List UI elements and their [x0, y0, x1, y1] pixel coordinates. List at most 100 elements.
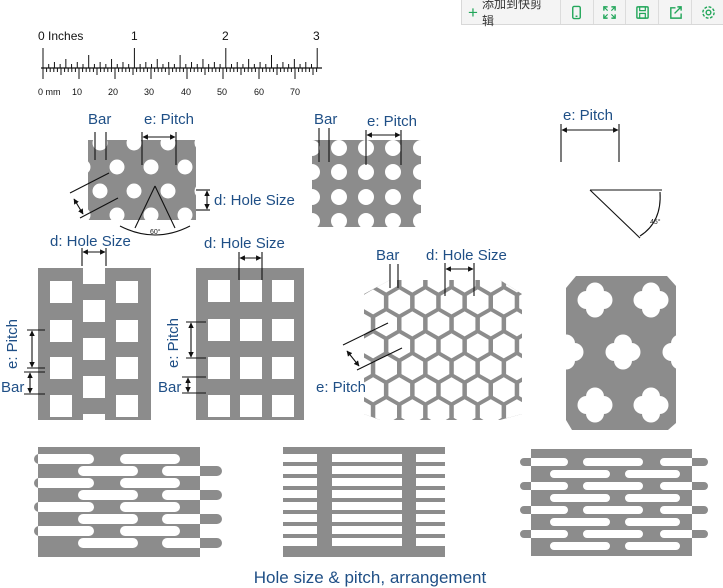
dimension-line	[79, 197, 119, 219]
hexagon-hole	[336, 421, 358, 446]
hexagon-hole	[493, 377, 515, 403]
perforated-plate	[283, 447, 445, 557]
square-hole	[208, 280, 230, 302]
hexagon-hole	[364, 280, 371, 293]
angle-label: 45°	[650, 218, 661, 226]
slot-hole	[283, 454, 317, 462]
hexagon-hole	[336, 333, 358, 358]
slot-hole	[283, 538, 317, 546]
slot-hole	[283, 478, 317, 486]
round-45-pattern: e: Pitch 45°	[560, 107, 662, 239]
slot-rounded-pattern	[520, 449, 708, 556]
ruler: 0 Inches 1 2 3 0 mm 10 20 30 40 50 60 70	[38, 29, 322, 97]
ruler-mm-label: 0 mm	[38, 87, 61, 97]
square-hole	[272, 395, 294, 417]
hexagon-hole	[506, 355, 522, 381]
hexagon-hole	[441, 421, 463, 446]
angle-line	[134, 185, 156, 229]
hexagon-hole	[323, 268, 345, 293]
dimension-arrow	[346, 350, 360, 367]
slot-hole	[332, 454, 402, 462]
ruler-inch-ticks	[42, 48, 318, 68]
slot-hole	[332, 478, 402, 486]
hexagon-hole	[323, 311, 345, 336]
hexagon-holes	[323, 268, 567, 446]
hexagon-hole	[545, 289, 567, 314]
quatrefoil-hole	[614, 343, 632, 361]
square-hole	[272, 280, 294, 302]
bar-label: Bar	[1, 379, 24, 396]
expand-button[interactable]	[592, 0, 626, 24]
hole-size-label: d: Hole Size	[214, 192, 295, 209]
pitch-label: e: Pitch	[563, 107, 613, 124]
hexagon-hole	[388, 377, 411, 403]
hexagon-hole	[545, 421, 567, 446]
hexagon-hole	[532, 399, 554, 424]
ruler-mm-tick-label: 50	[217, 87, 227, 97]
round-staggered-pattern: Bar e: Pitch d: Hole Size 60°	[69, 111, 295, 236]
square-hole	[83, 338, 105, 360]
hexagon-hole	[388, 421, 410, 446]
hole-size-label: d: Hole Size	[426, 247, 507, 264]
hexagon-hole	[401, 311, 424, 337]
hexagon-hole	[493, 333, 515, 359]
hexagon-hole	[375, 280, 397, 293]
hexagon-hole	[519, 377, 522, 403]
add-to-clip-button[interactable]: + 添加到快剪辑	[462, 0, 560, 28]
slot-straight-pattern	[283, 447, 445, 557]
square-hole	[272, 357, 294, 379]
square-hole	[240, 357, 262, 379]
square-staggered-pattern: d: Hole Size e: Pitch Bar	[1, 233, 151, 436]
dimension-line	[356, 347, 403, 371]
ruler-inch-tick-label: 2	[222, 29, 229, 43]
hexagon-hole	[323, 399, 345, 424]
hole-size-label: d: Hole Size	[50, 233, 131, 250]
save-icon	[635, 5, 649, 19]
expand-icon	[603, 5, 616, 19]
perforated-plate	[520, 449, 708, 556]
ruler-mm-tick-label: 30	[144, 87, 154, 97]
hexagon-hole	[545, 377, 567, 402]
angle-arc	[119, 225, 191, 236]
angle-label: 60°	[150, 228, 161, 236]
hexagon-hole	[453, 280, 476, 293]
hexagon-hole	[364, 333, 384, 359]
hexagon-hole	[532, 355, 554, 380]
ruler-inch-tick-label: 3	[313, 29, 320, 43]
hexagon-hole	[453, 399, 476, 420]
hexagon-hole	[519, 289, 522, 315]
square-hole	[116, 320, 138, 342]
square-hole	[272, 319, 294, 341]
hexagon-hole	[401, 399, 424, 420]
settings-button[interactable]	[691, 0, 723, 24]
hexagon-hole	[453, 311, 476, 337]
hexagon-hole	[427, 399, 450, 420]
square-hole	[50, 395, 72, 417]
square-hole	[240, 280, 262, 302]
bar-label: Bar	[376, 247, 399, 264]
slot-hole	[283, 502, 317, 510]
square-hole	[83, 376, 105, 398]
ruler-mm-ticks	[42, 68, 318, 79]
phone-icon	[572, 5, 582, 19]
phone-button[interactable]	[559, 0, 593, 24]
save-button[interactable]	[625, 0, 658, 24]
slot-hole	[332, 538, 402, 546]
hexagon-hole	[479, 355, 502, 381]
square-hole	[83, 262, 105, 284]
settings-icon	[701, 5, 715, 19]
slot-hole	[332, 514, 402, 522]
share-icon	[669, 5, 682, 19]
hexagon-hole	[506, 311, 522, 337]
square-hole	[50, 281, 72, 303]
bar-label: Bar	[158, 379, 181, 396]
hexagon-hole	[453, 355, 476, 381]
clip-toolbar: + 添加到快剪辑	[461, 0, 723, 28]
share-button[interactable]	[658, 0, 691, 24]
ruler-mm-tick-label: 10	[72, 87, 82, 97]
slot-hole	[283, 490, 317, 498]
slot-hole	[283, 526, 317, 534]
hexagon-hole	[466, 333, 489, 359]
slot-staggered-pattern	[34, 447, 222, 557]
